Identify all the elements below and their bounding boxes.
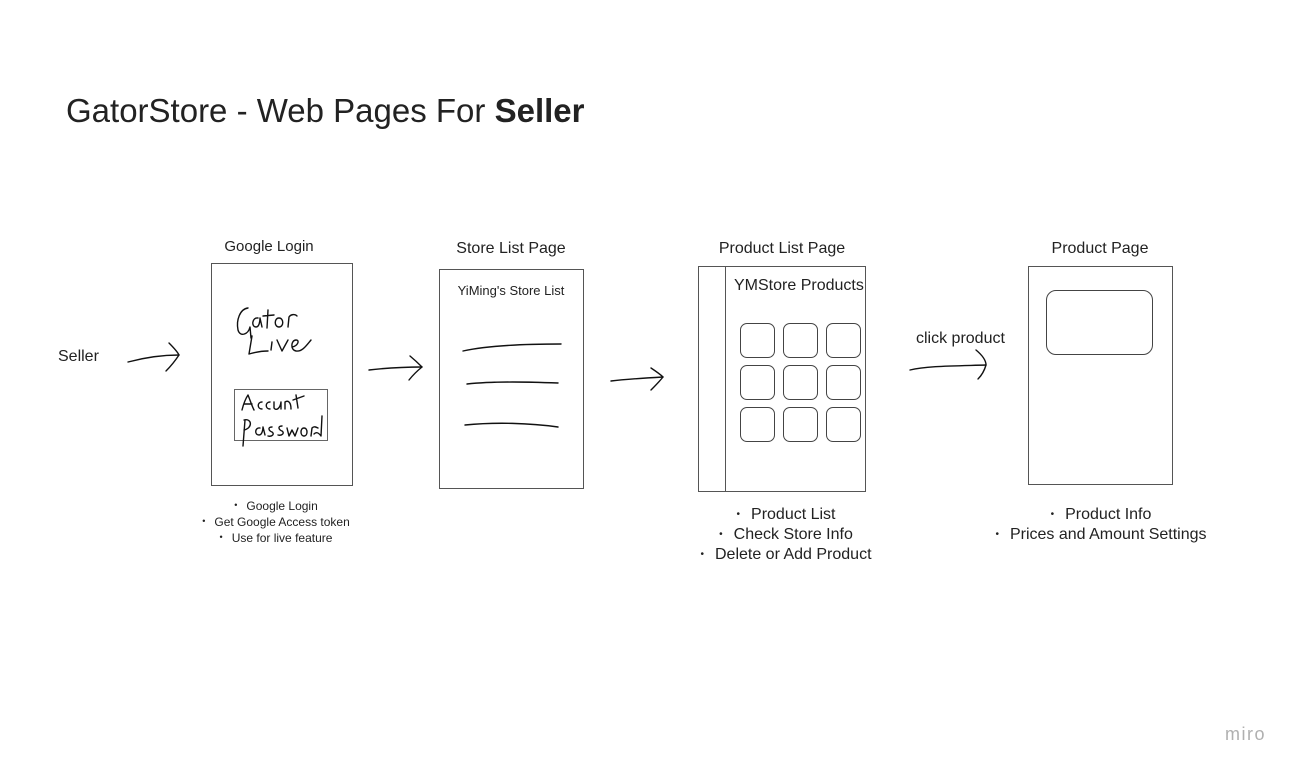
note-item: Check Store Info [700,526,871,546]
click-product-edge-label: click product [916,330,1005,347]
product-list-page-frame [698,266,866,492]
arrow-seller-to-login [127,342,180,372]
product-tile [740,407,775,442]
product-tile [826,365,861,400]
account-password-sketch [241,394,323,447]
store-list-heading: Store List Page [456,240,566,257]
product-tile [783,323,818,358]
store-list-inner-title: YiMing's Store List [457,283,565,298]
product-list-heading: Product List Page [718,240,846,257]
product-tile [740,365,775,400]
product-list-sidebar [698,266,726,492]
arrow-product-list-to-product-page [909,349,987,380]
note-item: Get Google Access token [202,515,349,531]
google-login-page-frame [211,263,353,486]
arrow-store-list-to-product-list [610,367,664,391]
product-list-inner-title: YMStore Products [734,277,864,294]
note-item: Product Info [995,506,1206,526]
product-tile [783,365,818,400]
google-login-notes: Google Login Get Google Access token Use… [202,499,350,547]
page-title: GatorStore - Web Pages For Seller [66,92,585,129]
note-item: Use for live feature [202,531,350,547]
store-list-page-frame [439,269,584,489]
product-page-frame [1028,266,1173,485]
arrow-login-to-store-list [368,355,423,381]
note-item: Prices and Amount Settings [995,526,1207,546]
note-item: Product List [700,506,871,526]
product-list-notes: Product List Check Store Info Delete or … [700,506,872,566]
product-page-notes: Product Info Prices and Amount Settings [995,506,1207,546]
product-tile [783,407,818,442]
actor-seller-label: Seller [58,348,99,365]
product-grid [740,323,864,445]
product-page-heading: Product Page [1051,240,1149,257]
product-tile [826,323,861,358]
product-image-placeholder [1046,290,1153,355]
note-item: Delete or Add Product [700,546,872,566]
account-password-field [234,389,328,441]
product-tile [826,407,861,442]
product-tile [740,323,775,358]
store-list-item-lines [462,343,562,428]
miro-watermark: miro [1225,724,1266,744]
gator-live-logo-sketch [236,307,312,355]
note-item: Google Login [202,499,350,515]
google-login-heading: Google Login [224,238,314,255]
